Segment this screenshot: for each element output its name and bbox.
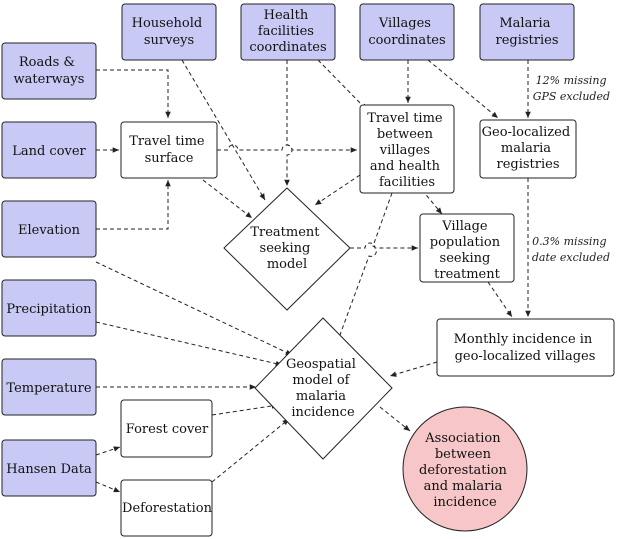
node-villages-coordinates	[359, 3, 455, 61]
label-forest-cover: Forest cover	[126, 422, 209, 437]
label-travel-time-surface: Travel time surface	[129, 134, 209, 166]
edge-surface-to-treatment	[202, 179, 253, 219]
node-geo-localized-registries	[479, 119, 577, 179]
annotations: 12% missing GPS excluded 0.3% missing da…	[532, 74, 610, 264]
node-travel-time-between	[359, 104, 455, 194]
edge-traveltime-to-geospatial	[336, 192, 393, 344]
label-village-population: Village population seeking treatment	[430, 219, 504, 282]
note-gps-excluded: 12% missing GPS excluded	[533, 74, 610, 103]
node-malaria-registries	[479, 3, 575, 61]
label-elevation: Elevation	[18, 223, 81, 238]
edge-surface-to-traveltime	[217, 144, 357, 153]
result-node: Association between deforestation and ma…	[402, 406, 528, 532]
node-household-surveys	[121, 3, 217, 61]
edge-precip-to-geospatial	[95, 321, 283, 367]
label-roads-waterways: Roads & waterways	[14, 55, 85, 87]
label-villages-coordinates: Villages coordinates	[368, 16, 445, 48]
edge-elevation-to-surface	[96, 180, 171, 230]
node-monthly-incidence	[436, 318, 615, 377]
label-hansen-data: Hansen Data	[6, 462, 92, 477]
node-geospatial-model	[254, 317, 393, 460]
edge-villages-to-georeg	[427, 59, 499, 119]
label-travel-time-between: Travel time between villages and health …	[367, 111, 447, 190]
label-geospatial-model: Geospatial model of malaria incidence	[286, 357, 360, 420]
edge-traveltime-to-treatment	[314, 174, 361, 206]
label-association: Association between deforestation and ma…	[419, 431, 511, 510]
label-household-surveys: Household surveys	[132, 16, 207, 48]
label-health-facilities: Health facilities coordinates	[249, 8, 326, 55]
label-deforestation: Deforestation	[122, 501, 213, 516]
edge-deforest-to-geospatial	[211, 418, 290, 483]
label-land-cover: Land cover	[12, 144, 86, 159]
node-roads-waterways	[1, 42, 97, 100]
node-association	[402, 406, 528, 532]
node-health-facilities	[240, 3, 336, 61]
edge-traveltime-to-villagepop	[421, 189, 443, 215]
label-geo-localized-registries: Geo-localized malaria registries	[482, 125, 575, 172]
edge-geospatial-to-association	[379, 406, 411, 432]
node-elevation	[1, 200, 97, 258]
label-treatment-seeking-model: Treatment seeking model	[250, 225, 323, 272]
process-nodes: Travel time surface Travel time between …	[120, 104, 615, 537]
label-temperature: Temperature	[6, 381, 91, 396]
node-forest-cover	[120, 399, 213, 458]
edge-forest-to-geospatial	[211, 403, 279, 416]
node-hansen-data	[1, 439, 97, 497]
node-treatment-seeking-model	[223, 187, 351, 311]
note-date-excluded: 0.3% missing date excluded	[532, 235, 610, 264]
edge-villagepop-to-monthly	[487, 281, 513, 318]
label-malaria-registries: Malaria registries	[495, 16, 558, 48]
edge-roads-to-surface	[96, 69, 171, 118]
edge-hansen-to-forest	[95, 446, 121, 456]
edge-treatment-to-villagepop	[350, 242, 418, 251]
edge-monthly-to-geospatial	[389, 361, 438, 377]
edge-hansen-to-deforest	[95, 481, 121, 493]
node-village-population	[419, 213, 515, 283]
node-travel-time-surface	[120, 121, 218, 179]
node-deforestation	[120, 479, 213, 537]
input-nodes: Household surveys Health facilities coor…	[1, 3, 575, 497]
edge-health-to-traveltime	[317, 59, 368, 111]
node-temperature	[1, 358, 97, 416]
node-precipitation	[1, 279, 97, 337]
edge-health-to-treatment	[284, 60, 293, 186]
edges	[95, 59, 531, 493]
label-precipitation: Precipitation	[6, 302, 92, 317]
edge-elevation-to-geospatial	[95, 261, 293, 356]
node-land-cover	[1, 121, 97, 179]
label-monthly-incidence: Monthly incidence in geo-localized villa…	[454, 332, 597, 364]
edge-household-to-treatment	[181, 59, 266, 201]
